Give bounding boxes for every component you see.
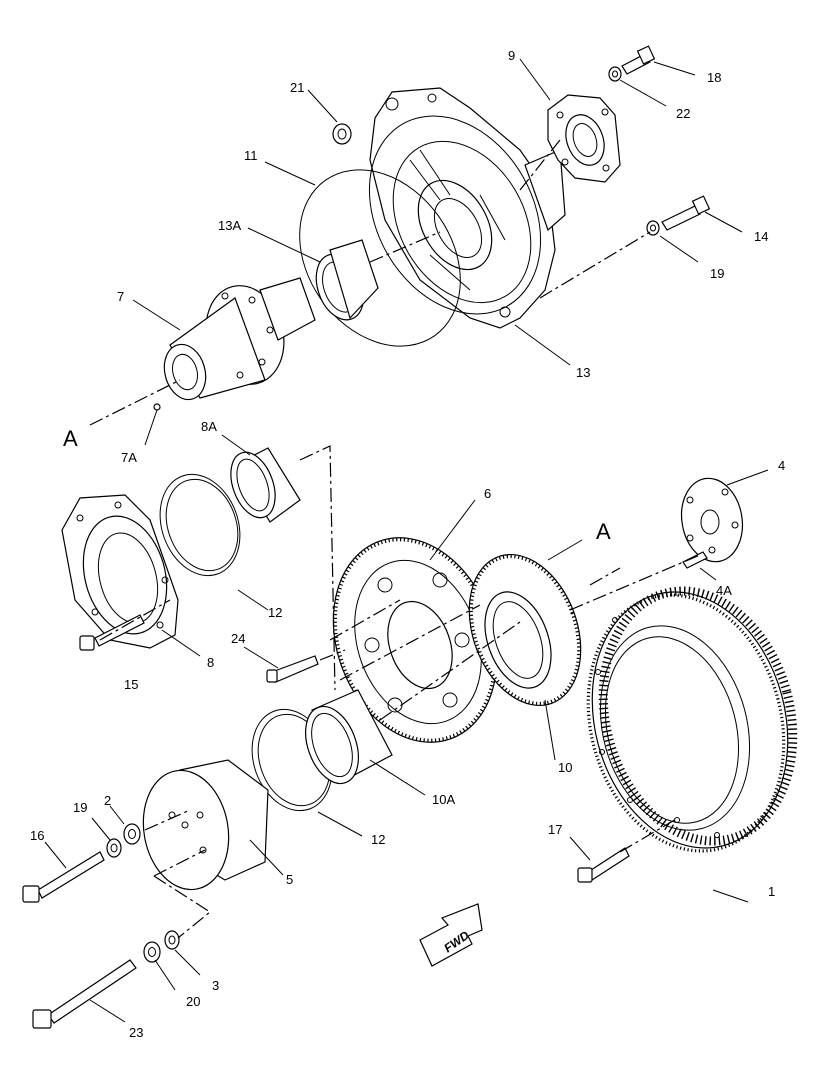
callout-16: 16: [30, 828, 44, 843]
bolt-18: [621, 45, 656, 75]
bolt-23: [32, 959, 137, 1029]
hub-5: [142, 759, 269, 891]
fwd-direction-arrow: FWD: [419, 903, 483, 967]
sleeve-8A: [230, 447, 301, 523]
callout-15: 15: [124, 677, 138, 692]
callout-5: 5: [286, 872, 293, 887]
callout-10: 10: [558, 760, 572, 775]
callout-7: 7: [117, 289, 124, 304]
washer-3: [164, 930, 180, 950]
pin-7A: [153, 403, 161, 411]
washer-21: [332, 123, 352, 145]
callout-4: 4: [778, 458, 785, 473]
sleeve-13A: [315, 239, 379, 321]
gear-1: [586, 586, 798, 853]
callout-8A: 8A: [201, 419, 217, 434]
callout-19-upper: 19: [710, 266, 724, 281]
sleeve-10A: [305, 689, 393, 785]
stud-24: [266, 655, 319, 683]
washer-22: [608, 66, 622, 82]
callout-7A: 7A: [121, 450, 137, 465]
callout-1: 1: [768, 884, 775, 899]
bolt-14: [661, 195, 711, 231]
callout-22: 22: [676, 106, 690, 121]
callout-23: 23: [129, 1025, 143, 1040]
cover-plate-9: [547, 94, 621, 183]
leader-lines: [44, 58, 769, 1023]
hub-shaft-7: [163, 277, 316, 401]
gear-housing-13: [368, 87, 566, 329]
assembly-lines: [89, 139, 701, 939]
washer-19-upper: [646, 220, 660, 236]
o-ring-12-upper: [159, 473, 241, 577]
washer-19-lower: [106, 838, 122, 858]
callout-19-lower: 19: [73, 800, 87, 815]
washer-2: [123, 823, 141, 845]
callout-4A: 4A: [716, 583, 732, 598]
callout-8: 8: [207, 655, 214, 670]
callout-10A: 10A: [432, 792, 455, 807]
callout-13: 13: [576, 365, 590, 380]
callout-9: 9: [508, 48, 515, 63]
callout-14: 14: [754, 229, 768, 244]
view-marker-a-right: A: [596, 519, 611, 544]
callout-20: 20: [186, 994, 200, 1009]
callout-18: 18: [707, 70, 721, 85]
callout-24: 24: [231, 631, 245, 646]
callout-11: 11: [244, 148, 258, 163]
callout-12-lower: 12: [371, 832, 385, 847]
gear-10: [468, 553, 582, 707]
callout-12-upper: 12: [268, 605, 282, 620]
callout-17: 17: [548, 822, 562, 837]
callout-13A: 13A: [218, 218, 241, 233]
bolt-17: [577, 847, 630, 883]
disc-4: [680, 477, 744, 563]
callout-21: 21: [290, 80, 304, 95]
bolt-16: [22, 851, 105, 903]
view-marker-a-left: A: [63, 426, 78, 451]
callout-6: 6: [484, 486, 491, 501]
pin-4A: [682, 551, 708, 569]
bolt-15: [79, 614, 145, 651]
callout-3: 3: [212, 978, 219, 993]
washer-20: [143, 941, 161, 963]
bearing-housing-8: [61, 494, 179, 649]
callout-2: 2: [104, 793, 111, 808]
